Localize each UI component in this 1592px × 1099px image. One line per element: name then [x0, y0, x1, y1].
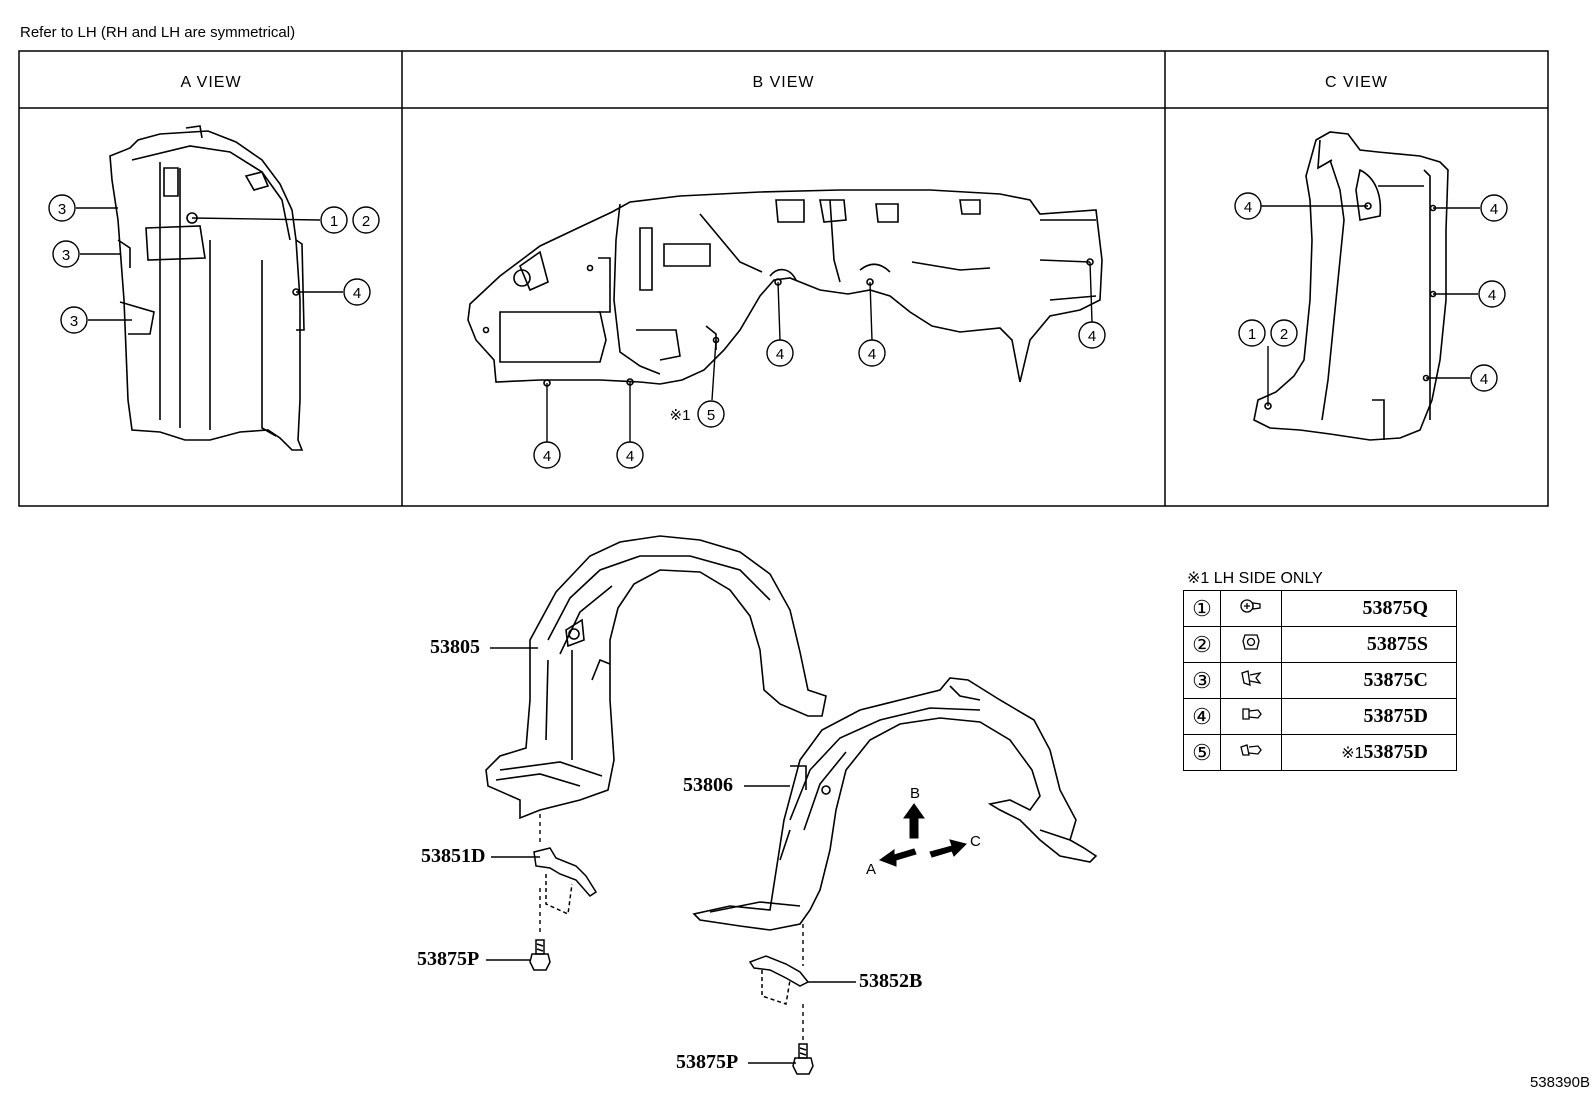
arrow-b-label: B: [910, 785, 920, 802]
legend-icon-cell: [1220, 626, 1282, 663]
legend-code-text: 53875D: [1363, 705, 1428, 727]
legend-row: ⑤ ※153875D: [1183, 734, 1457, 771]
view-a-callout-1: 1: [330, 213, 338, 230]
view-a-callout-3-mid: 3: [62, 247, 70, 264]
legend-num: ③: [1183, 662, 1221, 699]
legend-num: ①: [1183, 590, 1221, 627]
view-c-callout-4-c: 4: [1488, 287, 1496, 304]
view-table-frame: [18, 50, 1549, 507]
legend-row: ④ 53875D: [1183, 698, 1457, 735]
legend-row: ② 53875S: [1183, 626, 1457, 663]
view-c-liner-drawing: [1253, 131, 1449, 441]
part-number-53805: 53805: [430, 636, 480, 658]
diagram-reference-code: 538390B: [1529, 1074, 1590, 1091]
view-a-liner-drawing: [109, 125, 305, 451]
part-number-53875p-lh: 53875P: [676, 1051, 739, 1073]
view-a-callout-2: 2: [362, 213, 370, 230]
view-a-callout-3-low: 3: [70, 313, 78, 330]
legend-title: ※1 LH SIDE ONLY: [1187, 570, 1323, 587]
part-number-53851d: 53851D: [421, 845, 486, 867]
part-number-53852b: 53852B: [859, 970, 923, 992]
view-b-callout-4-c: 4: [1088, 328, 1096, 345]
part-leaders: [486, 647, 856, 1064]
view-c-callout-4-b: 4: [1490, 201, 1498, 218]
arrow-c-label: C: [970, 833, 981, 850]
legend-code: 53875S: [1281, 626, 1457, 663]
view-direction-arrows: [878, 803, 967, 867]
view-b-callout-4-b: 4: [868, 346, 876, 363]
legend-row: ① 53875Q: [1183, 590, 1457, 627]
view-b-callout-4-a: 4: [776, 346, 784, 363]
view-c-callout-4-d: 4: [1480, 371, 1488, 388]
part-number-53806: 53806: [683, 774, 733, 796]
view-a-callouts: [48, 194, 380, 334]
legend-code: 53875C: [1281, 662, 1457, 699]
header-note: Refer to LH (RH and LH are symmetrical): [20, 24, 296, 41]
legend-icon-cell: [1220, 662, 1282, 699]
clip-icon: [1241, 670, 1262, 686]
push-rivet-icon: [1240, 744, 1262, 756]
legend-mark: ※1: [1341, 745, 1364, 762]
view-b-title: B VIEW: [752, 74, 815, 91]
arrow-c-icon: [929, 839, 967, 858]
view-a-title: A VIEW: [180, 74, 242, 91]
legend-num: ②: [1183, 626, 1221, 663]
screw-53875p-rh-icon: [529, 939, 551, 971]
push-rivet-icon: [1242, 708, 1262, 720]
view-a-callout-3-top: 3: [58, 201, 66, 218]
legend-icon-cell: [1220, 734, 1282, 771]
legend-num: ④: [1183, 698, 1221, 735]
screw-53875p-lh-icon: [792, 1043, 814, 1075]
legend-num: ⑤: [1183, 734, 1221, 771]
legend-code: 53875D: [1281, 698, 1457, 735]
view-b-callout-4-d: 4: [543, 448, 551, 465]
view-c-callout-1: 1: [1248, 326, 1256, 343]
view-b-callout-5: 5: [707, 407, 715, 424]
liner-53805-drawing: [485, 535, 827, 820]
view-c-callout-2: 2: [1280, 326, 1288, 343]
view-c-callout-4-a: 4: [1244, 199, 1252, 216]
bracket-53851d-drawing: [533, 847, 598, 916]
part-number-53875p-rh: 53875P: [417, 948, 480, 970]
view-a-callout-4: 4: [353, 285, 361, 302]
liner-53806-drawing: [692, 677, 1098, 931]
arrow-a-label: A: [866, 861, 876, 878]
clip-screw-icon: [1240, 599, 1261, 613]
legend-icon-cell: [1220, 590, 1282, 627]
legend-code-text: 53875D: [1363, 741, 1428, 763]
view-b-star-mark: ※1: [670, 407, 691, 424]
legend-code-text: 53875S: [1366, 633, 1428, 655]
bracket-53852b-drawing: [748, 955, 810, 1005]
legend-code-text: 53875C: [1363, 669, 1428, 691]
fastener-legend: ① 53875Q ② 53875S ③ 53875C ④: [1183, 590, 1457, 771]
view-c-title: C VIEW: [1325, 74, 1388, 91]
arrow-a-icon: [878, 848, 917, 867]
view-b-liner-drawing: [467, 189, 1103, 387]
legend-code-text: 53875Q: [1362, 597, 1428, 619]
legend-row: ③ 53875C: [1183, 662, 1457, 699]
legend-code: ※153875D: [1281, 734, 1457, 771]
view-b-callouts: [533, 261, 1106, 469]
legend-code: 53875Q: [1281, 590, 1457, 627]
push-nut-icon: [1242, 634, 1260, 650]
view-b-callout-4-e: 4: [626, 448, 634, 465]
arrow-b-icon: [903, 803, 925, 839]
legend-icon-cell: [1220, 698, 1282, 735]
view-c-callouts: [1234, 192, 1508, 406]
